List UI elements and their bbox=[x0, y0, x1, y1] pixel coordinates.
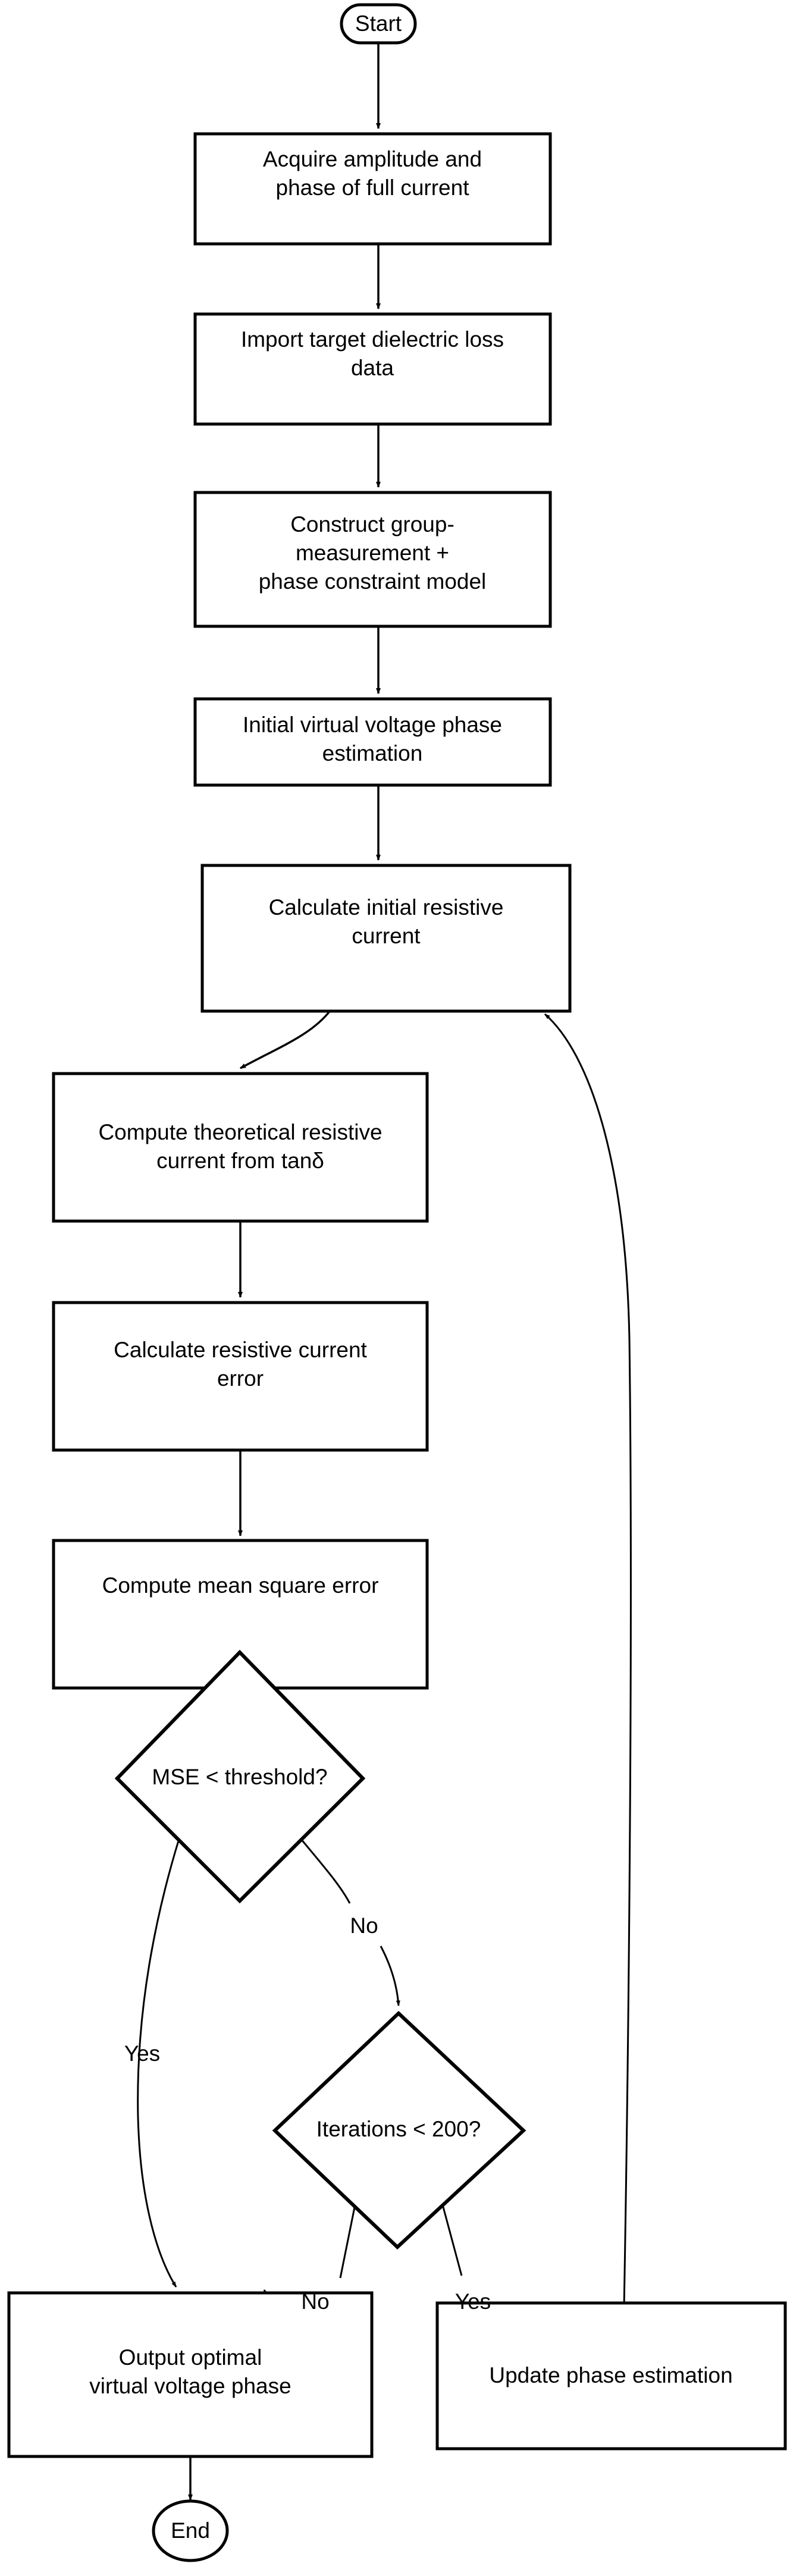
edge-calc-initial-to-compute-theoretical bbox=[240, 1009, 332, 1069]
edge-mse-no-segment-a bbox=[300, 1838, 351, 1904]
compute-mse-label: Compute mean square error bbox=[102, 1573, 379, 1598]
edge-label-mse-yes: Yes bbox=[124, 2041, 160, 2066]
node-acquire-amplitude[interactable]: Acquire amplitude and phase of full curr… bbox=[193, 132, 552, 246]
construct-label-line1: Construct group- bbox=[290, 512, 454, 536]
calc-initial-label-line2: current bbox=[352, 924, 421, 948]
initial-phase-label-line2: estimation bbox=[322, 741, 423, 765]
node-start[interactable]: Start bbox=[340, 3, 417, 45]
calc-initial-shape bbox=[200, 864, 572, 1013]
node-output-optimal-phase[interactable]: Output optimal virtual voltage phase bbox=[7, 2291, 374, 2458]
node-compute-theoretical-resistive-current[interactable]: Compute theoretical resistive current fr… bbox=[52, 1072, 429, 1223]
calc-error-shape bbox=[52, 1301, 429, 1452]
node-construct-model[interactable]: Construct group- measurement + phase con… bbox=[193, 491, 552, 628]
node-iterations-decision[interactable]: Iterations < 200? bbox=[272, 2010, 526, 2250]
node-calculate-resistive-current-error[interactable]: Calculate resistive current error bbox=[52, 1301, 429, 1452]
output-label-line1: Output optimal bbox=[119, 2345, 262, 2370]
import-label-line1: Import target dielectric loss bbox=[241, 327, 504, 352]
edge-mse-yes-to-output bbox=[137, 1840, 180, 2288]
construct-shape bbox=[193, 491, 552, 628]
calc-error-label-line2: error bbox=[217, 1366, 264, 1391]
edge-iter-yes-segment-a bbox=[439, 2195, 463, 2276]
compute-theoretical-label-line2: current from tanδ bbox=[156, 1149, 324, 1173]
mse-decision-shape bbox=[114, 1649, 366, 1904]
import-shape bbox=[193, 312, 552, 426]
start-label: Start bbox=[355, 11, 402, 36]
node-initial-phase-estimation[interactable]: Initial virtual voltage phase estimation bbox=[193, 697, 552, 787]
node-end[interactable]: End bbox=[152, 2499, 229, 2562]
initial-phase-shape bbox=[193, 697, 552, 787]
update-label: Update phase estimation bbox=[489, 2363, 732, 2387]
node-update-phase-estimation[interactable]: Update phase estimation bbox=[435, 2301, 787, 2451]
compute-theoretical-label-line1: Compute theoretical resistive bbox=[98, 1120, 382, 1144]
output-label-line2: virtual voltage phase bbox=[89, 2374, 291, 2398]
start-shape bbox=[340, 3, 417, 45]
iter-decision-shape bbox=[272, 2010, 526, 2250]
construct-label-line3: phase constraint model bbox=[259, 569, 487, 594]
node-import-dielectric-loss[interactable]: Import target dielectric loss data bbox=[193, 312, 552, 426]
compute-theoretical-shape bbox=[52, 1072, 429, 1223]
edge-mse-no-to-iter-decision bbox=[380, 1946, 400, 2006]
iter-decision-label: Iterations < 200? bbox=[316, 2117, 481, 2141]
mse-decision-label: MSE < threshold? bbox=[152, 1765, 327, 1789]
calc-error-label-line1: Calculate resistive current bbox=[114, 1338, 367, 1362]
edge-label-iter-no: No bbox=[301, 2289, 329, 2314]
acquire-label-line2: phase of full current bbox=[276, 175, 470, 200]
construct-label-line2: measurement + bbox=[296, 541, 449, 565]
edge-update-feedback-to-calc-initial bbox=[544, 1013, 632, 2341]
node-mse-threshold-decision[interactable]: MSE < threshold? bbox=[114, 1649, 366, 1904]
acquire-label-line1: Acquire amplitude and bbox=[263, 147, 482, 171]
acquire-shape bbox=[193, 132, 552, 246]
import-label-line2: data bbox=[351, 356, 394, 380]
end-shape bbox=[152, 2499, 229, 2562]
update-shape bbox=[435, 2301, 787, 2451]
edge-label-iter-yes: Yes bbox=[455, 2289, 491, 2314]
output-shape bbox=[7, 2291, 374, 2458]
edge-label-mse-no: No bbox=[350, 1913, 378, 1938]
end-label: End bbox=[171, 2518, 210, 2543]
calc-initial-label-line1: Calculate initial resistive bbox=[269, 895, 504, 920]
initial-phase-label-line1: Initial virtual voltage phase bbox=[243, 713, 502, 737]
node-calculate-initial-resistive-current[interactable]: Calculate initial resistive current bbox=[200, 864, 572, 1013]
